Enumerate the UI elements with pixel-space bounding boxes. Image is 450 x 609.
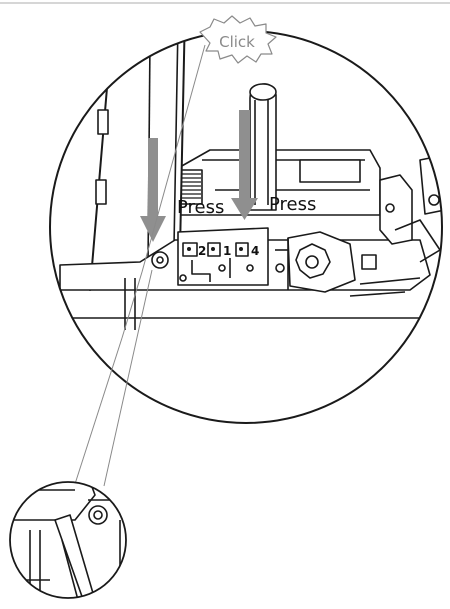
press-label-right: Press: [269, 194, 316, 215]
leader-lines: [74, 44, 206, 487]
press-arrow-left: [140, 138, 166, 242]
press-arrow-right: [231, 110, 258, 220]
module-slot-label-1: 1: [223, 244, 231, 258]
press-label-left: Press: [177, 197, 224, 218]
click-burst: Click: [199, 15, 277, 64]
click-label: Click: [219, 33, 255, 51]
module-slot-label-2: 2: [198, 244, 206, 258]
module-slot-label-4: 4: [251, 244, 259, 258]
small-detail-view: [10, 482, 126, 598]
grille-ribs: [181, 173, 201, 199]
small-magnifier-circle: [9, 481, 127, 599]
